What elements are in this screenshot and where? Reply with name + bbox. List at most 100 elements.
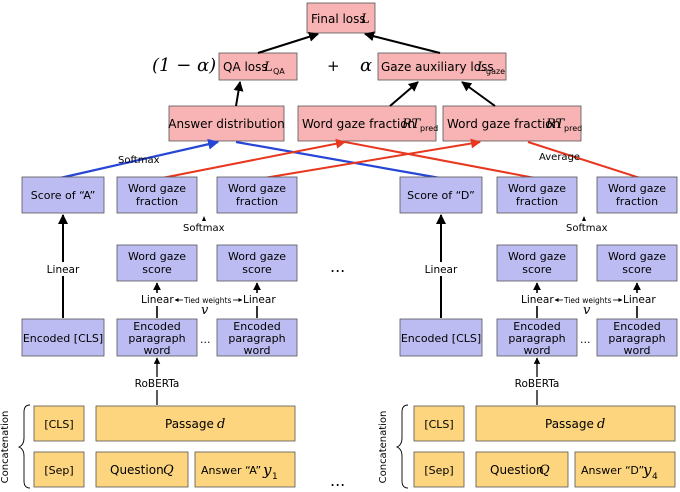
svg-text:QA loss: QA loss bbox=[223, 60, 268, 74]
svg-text:Word gaze fraction: Word gaze fraction bbox=[447, 117, 560, 131]
svg-text:d: d bbox=[217, 417, 225, 432]
linear-label-cls-d: Linear bbox=[425, 264, 458, 276]
svg-text:Question: Question bbox=[110, 463, 164, 477]
gaze-line-2 bbox=[263, 138, 481, 179]
roberta-label-right: RoBERTa bbox=[515, 378, 560, 390]
word-gaze-fraction-pred-box-2: Word gaze fraction RT pred bbox=[442, 105, 582, 142]
svg-text:d: d bbox=[597, 417, 605, 432]
gaze-loss-box: Gaze auxiliary loss L gaze bbox=[377, 52, 507, 81]
svg-text:pred: pred bbox=[564, 124, 582, 133]
ellipsis-middle: ... bbox=[330, 257, 345, 276]
svg-text:Word gaze: Word gaze bbox=[128, 250, 186, 263]
svg-text:[CLS]: [CLS] bbox=[424, 418, 453, 431]
svg-text:pred: pred bbox=[420, 124, 438, 133]
score-a-box: Score of “A” bbox=[21, 176, 105, 214]
softmax-arrow-2 bbox=[582, 216, 586, 221]
svg-text:L: L bbox=[360, 12, 370, 27]
ellipsis-bottom: ... bbox=[330, 471, 345, 490]
svg-text:Answer “D”: Answer “D” bbox=[581, 464, 644, 477]
svg-text:fraction: fraction bbox=[136, 195, 178, 208]
answer-distribution-box: Answer distribution bbox=[168, 105, 285, 142]
svg-text:word: word bbox=[523, 344, 550, 357]
word-gaze-fraction-box-2: Word gaze fraction bbox=[216, 176, 298, 214]
qa-to-final-arrow bbox=[257, 31, 319, 54]
question-box-left: Question Q bbox=[95, 451, 189, 488]
v-label-1: v bbox=[201, 303, 209, 318]
gaze-line-1 bbox=[161, 138, 346, 179]
svg-text:word: word bbox=[143, 344, 170, 357]
svg-text:Passage: Passage bbox=[545, 417, 594, 431]
v-label-2: v bbox=[583, 303, 591, 318]
svg-text:1: 1 bbox=[272, 472, 278, 482]
ellipsis-encoded-2: ... bbox=[580, 333, 591, 346]
svg-text:y: y bbox=[642, 461, 652, 479]
sep-token-box-right: [Sep] bbox=[413, 451, 465, 488]
word-gaze-score-box-3: Word gaze score bbox=[496, 244, 578, 282]
linear-label-2: Linear bbox=[243, 294, 276, 306]
word-gaze-fraction-box-4: Word gaze fraction bbox=[596, 176, 678, 214]
word-gaze-score-box-4: Word gaze score bbox=[596, 244, 678, 282]
answer-to-qa-arrow bbox=[233, 81, 244, 107]
tied-weights-label-2: Tied weights bbox=[563, 296, 611, 305]
svg-text:Encoded [CLS]: Encoded [CLS] bbox=[23, 332, 103, 345]
encoded-word-box-2: Encoded paragraph word bbox=[216, 318, 298, 357]
answer-a-box: Answer “A” y 1 bbox=[194, 451, 296, 488]
svg-text:Score of “A”: Score of “A” bbox=[31, 189, 96, 202]
word-gaze-score-box-2: Word gaze score bbox=[216, 244, 298, 282]
softmax-line-d bbox=[235, 140, 441, 180]
pred2-to-gaze-arrow bbox=[461, 81, 496, 107]
svg-text:Final loss: Final loss bbox=[311, 12, 366, 26]
answer-d-box: Answer “D” y 4 bbox=[574, 451, 676, 488]
svg-text:Passage: Passage bbox=[165, 417, 214, 431]
svg-text:Gaze auxiliary loss: Gaze auxiliary loss bbox=[381, 60, 494, 74]
svg-text:Q: Q bbox=[163, 463, 174, 478]
svg-text:Encoded [CLS]: Encoded [CLS] bbox=[401, 332, 481, 345]
svg-text:Answer “A”: Answer “A” bbox=[201, 464, 261, 477]
svg-text:score: score bbox=[242, 263, 272, 276]
svg-text:Question: Question bbox=[490, 463, 544, 477]
svg-text:paragraph: paragraph bbox=[508, 332, 565, 345]
softmax-label-1: Softmax bbox=[183, 223, 225, 234]
concatenation-label-right: Concatenation bbox=[378, 411, 389, 484]
svg-text:Word gaze fraction: Word gaze fraction bbox=[302, 117, 415, 131]
encoded-word-box-4: Encoded paragraph word bbox=[596, 318, 678, 357]
encoded-word-box-3: Encoded paragraph word bbox=[496, 318, 578, 357]
encoded-cls-box-left: Encoded [CLS] bbox=[21, 318, 105, 357]
passage-box-right: Passage d bbox=[475, 405, 676, 442]
svg-text:Word gaze: Word gaze bbox=[228, 182, 286, 195]
linear-label-cls-a: Linear bbox=[47, 264, 80, 276]
tied-weights-label-1: Tied weights bbox=[183, 296, 231, 305]
svg-text:fraction: fraction bbox=[236, 195, 278, 208]
svg-text:[CLS]: [CLS] bbox=[44, 418, 73, 431]
concatenation-brace-right: Concatenation bbox=[378, 404, 409, 489]
softmax-top-label: Softmax bbox=[118, 155, 160, 166]
svg-text:Word gaze: Word gaze bbox=[508, 182, 566, 195]
svg-text:Word gaze: Word gaze bbox=[128, 182, 186, 195]
svg-text:RT: RT bbox=[545, 117, 566, 132]
encoded-word-box-1: Encoded paragraph word bbox=[116, 318, 198, 357]
softmax-label-2: Softmax bbox=[566, 223, 608, 234]
svg-text:L: L bbox=[263, 60, 273, 75]
svg-text:score: score bbox=[622, 263, 652, 276]
passage-box-left: Passage d bbox=[95, 405, 296, 442]
score-d-box: Score of “D” bbox=[399, 176, 483, 214]
svg-text:[Sep]: [Sep] bbox=[44, 464, 73, 477]
word-gaze-fraction-pred-box-1: Word gaze fraction RT pred bbox=[297, 105, 438, 142]
svg-text:paragraph: paragraph bbox=[128, 332, 185, 345]
svg-text:score: score bbox=[522, 263, 552, 276]
word-gaze-fraction-box-3: Word gaze fraction bbox=[496, 176, 578, 214]
svg-text:Word gaze: Word gaze bbox=[608, 182, 666, 195]
linear-label-4: Linear bbox=[623, 294, 656, 306]
svg-text:Q: Q bbox=[539, 463, 550, 478]
cls-token-box-left: [CLS] bbox=[33, 405, 85, 442]
svg-text:[Sep]: [Sep] bbox=[424, 464, 453, 477]
softmax-arrow-1 bbox=[202, 216, 206, 221]
svg-text:4: 4 bbox=[652, 472, 658, 482]
svg-text:Encoded: Encoded bbox=[613, 320, 660, 333]
cls-token-box-right: [CLS] bbox=[413, 405, 465, 442]
svg-text:L: L bbox=[476, 60, 486, 75]
gaze-to-final-arrow bbox=[364, 31, 441, 54]
word-gaze-score-box-1: Word gaze score bbox=[116, 244, 198, 282]
svg-text:Word gaze: Word gaze bbox=[608, 250, 666, 263]
question-box-right: Question Q bbox=[475, 451, 569, 488]
